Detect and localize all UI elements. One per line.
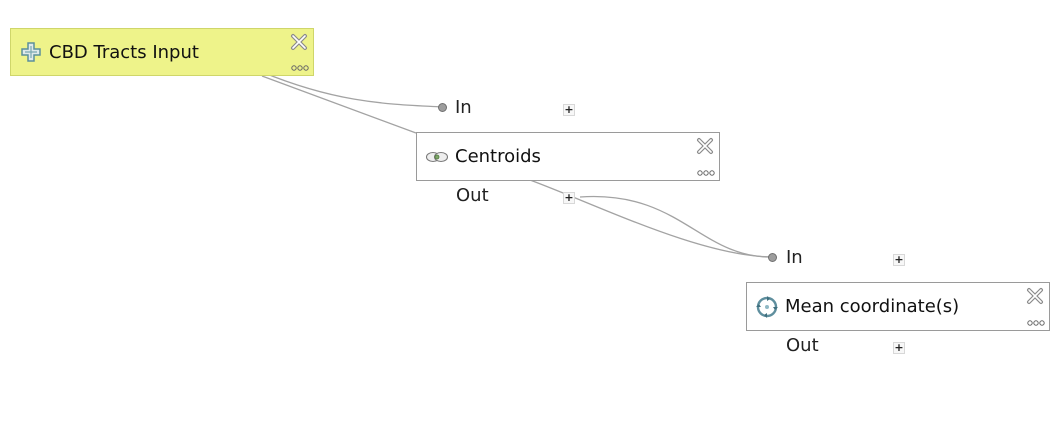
more-options-icon[interactable] <box>1027 319 1045 327</box>
node-title: Centroids <box>455 146 541 167</box>
link-centroids-out-to-mean-in <box>579 195 773 258</box>
more-options-icon[interactable] <box>291 64 309 72</box>
close-icon[interactable] <box>1025 286 1045 306</box>
mean-coordinates-icon <box>756 295 778 318</box>
node-cbd-tracts-input[interactable]: CBD Tracts Input <box>10 28 314 76</box>
mean-in-expand-button[interactable]: + <box>893 253 905 266</box>
parameter-plus-icon <box>21 42 41 62</box>
close-icon[interactable] <box>289 32 309 52</box>
close-icon[interactable] <box>695 136 715 156</box>
centroids-out-expand-button[interactable]: + <box>563 191 575 204</box>
centroids-out-label: Out <box>456 185 489 206</box>
link-input-to-centroids-in <box>261 71 443 108</box>
node-title: Mean coordinate(s) <box>785 296 960 317</box>
node-title: CBD Tracts Input <box>49 41 199 63</box>
centroids-icon <box>425 151 449 162</box>
mean-out-label: Out <box>786 335 819 356</box>
link-centroids-to-mean-in <box>529 179 773 258</box>
mean-out-expand-button[interactable]: + <box>893 341 905 354</box>
centroids-in-port-dot[interactable] <box>438 103 447 112</box>
link-input-to-centroids-node <box>261 75 417 134</box>
node-mean-coordinates[interactable]: Mean coordinate(s) <box>746 282 1050 331</box>
centroids-in-label: In <box>455 97 472 118</box>
more-options-icon[interactable] <box>697 169 715 177</box>
mean-in-port-dot[interactable] <box>768 253 777 262</box>
centroids-in-expand-button[interactable]: + <box>563 103 575 116</box>
mean-in-label: In <box>786 247 803 268</box>
node-centroids[interactable]: Centroids <box>416 132 720 181</box>
